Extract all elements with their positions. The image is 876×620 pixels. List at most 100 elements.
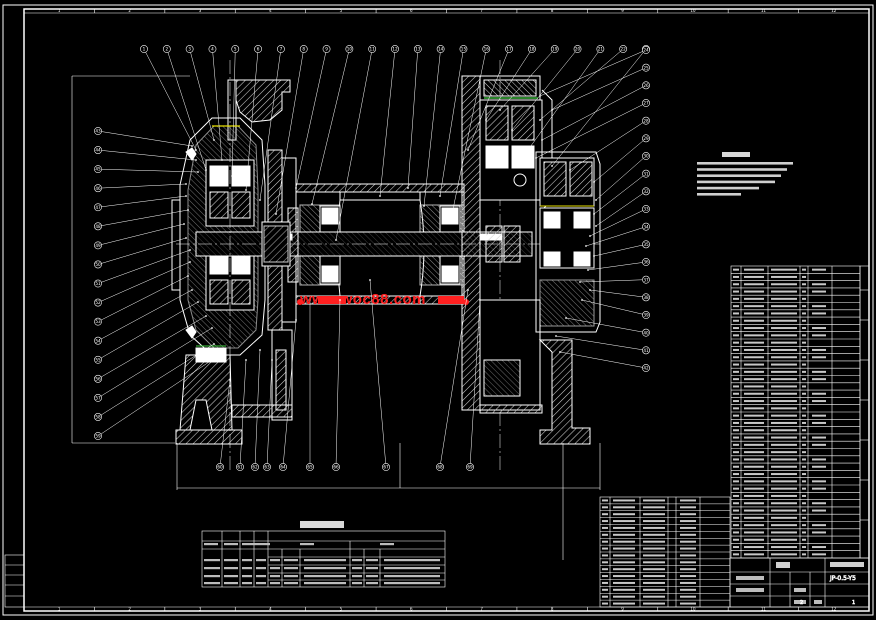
spec-cell [384, 559, 440, 562]
leader-line [245, 48, 259, 191]
callout-number: 57 [95, 395, 101, 400]
spec-cell [270, 575, 280, 578]
callout-bubble: 44 [94, 146, 102, 154]
callout-bubble: 13 [413, 45, 422, 53]
leader-dot [185, 195, 187, 197]
leader-dot [295, 187, 297, 189]
spec-cell [242, 559, 252, 562]
callout-number: 44 [95, 148, 101, 153]
spec-cell [224, 575, 238, 578]
callout-number: 24 [643, 48, 649, 53]
leader-line [97, 130, 193, 147]
leader-line [97, 261, 191, 303]
leader-line [585, 226, 647, 247]
leader-dot [499, 109, 501, 111]
leader-dot [593, 181, 595, 183]
spec-cell [256, 559, 266, 562]
leader-line [579, 279, 647, 283]
leader-line [379, 48, 396, 197]
callout-number: 27 [643, 101, 649, 106]
zone-number-top: 4 [269, 8, 272, 13]
leader-dot [539, 119, 541, 121]
leader-dot [311, 203, 313, 205]
leader-dot [569, 169, 571, 171]
leader-line [311, 48, 350, 205]
sheet-index: 1 [852, 600, 855, 606]
callout-number: 32 [643, 189, 649, 194]
callout-bubble: 34 [642, 222, 650, 231]
leader-line [551, 48, 647, 167]
spec-cell [256, 582, 266, 585]
zone-number-top: 8 [551, 8, 554, 13]
leader-dot [259, 199, 261, 201]
callout-bubble: 51 [94, 279, 102, 288]
leader-line [593, 173, 647, 215]
callout-bubble: 64 [279, 463, 287, 471]
callout-bubble: 41 [642, 346, 650, 355]
leader-dot [595, 199, 597, 201]
callout-bubble: 24 [642, 46, 650, 54]
leader-line [539, 49, 647, 97]
zone-number-bottom: 3 [199, 607, 202, 612]
sheet-count: 2 [800, 600, 803, 606]
zone-number-top: 6 [410, 8, 413, 13]
leader-dot [195, 149, 197, 151]
callout-number: 38 [643, 295, 649, 300]
callout-bubble: 18 [528, 45, 536, 53]
spec-cell [270, 559, 280, 562]
spec-cell [242, 567, 252, 570]
leader-dot [309, 299, 311, 301]
leader-dot [183, 223, 185, 225]
leader-dot [565, 317, 567, 319]
spec-cell [304, 567, 346, 570]
callout-bubble: 32 [642, 187, 650, 196]
spec-cell [352, 559, 362, 562]
callout-bubble: 36 [642, 258, 650, 266]
zone-number-bottom: 9 [621, 607, 624, 612]
leader-dot [379, 195, 381, 197]
callout-number: 15 [461, 47, 467, 52]
spec-cell [204, 575, 220, 578]
callout-number: 61 [237, 465, 243, 470]
zone-number-bottom: 12 [831, 607, 837, 612]
callout-bubble: 46 [94, 184, 102, 193]
spec-cell [284, 559, 298, 562]
callout-bubble: 60 [216, 463, 224, 471]
callout-bubble: 40 [642, 328, 650, 337]
leader-dot [185, 183, 187, 185]
leader-line [219, 379, 231, 468]
leader-line [589, 208, 647, 237]
leader-dot [541, 139, 543, 141]
callout-bubble: 68 [436, 463, 444, 471]
leader-line [555, 335, 647, 351]
zone-number-bottom: 4 [269, 607, 272, 612]
callout-number: 13 [415, 47, 421, 52]
callout-bubble: 49 [94, 241, 102, 250]
callout-number: 25 [643, 65, 649, 70]
callout-bubble: 39 [642, 311, 650, 319]
callout-bubble: 3 [185, 45, 194, 53]
watermark: www.woc88.com [300, 291, 426, 308]
leader-line [97, 301, 199, 360]
leader-dot [407, 187, 409, 189]
requirement-line [697, 162, 793, 165]
leader-line [485, 48, 533, 121]
callout-number: 47 [95, 205, 101, 210]
callout-number: 30 [643, 154, 649, 159]
leader-dot [211, 327, 213, 329]
callout-number: 9 [325, 47, 328, 52]
callout-bubble: 17 [505, 45, 513, 53]
leader-line [97, 359, 213, 437]
callout-number: 16 [484, 47, 490, 52]
leader-line [565, 317, 647, 333]
leader-dot [185, 237, 187, 239]
spec-cell [366, 559, 378, 562]
leader-dot [211, 359, 213, 361]
callout-number: 11 [370, 47, 376, 52]
callout-bubble: 4 [208, 45, 217, 53]
drum-and-shaft [176, 60, 600, 470]
leader-dot [245, 189, 247, 191]
leader-dot [205, 169, 207, 171]
zone-number-bottom: 11 [761, 607, 767, 612]
callout-number: 55 [95, 357, 101, 362]
